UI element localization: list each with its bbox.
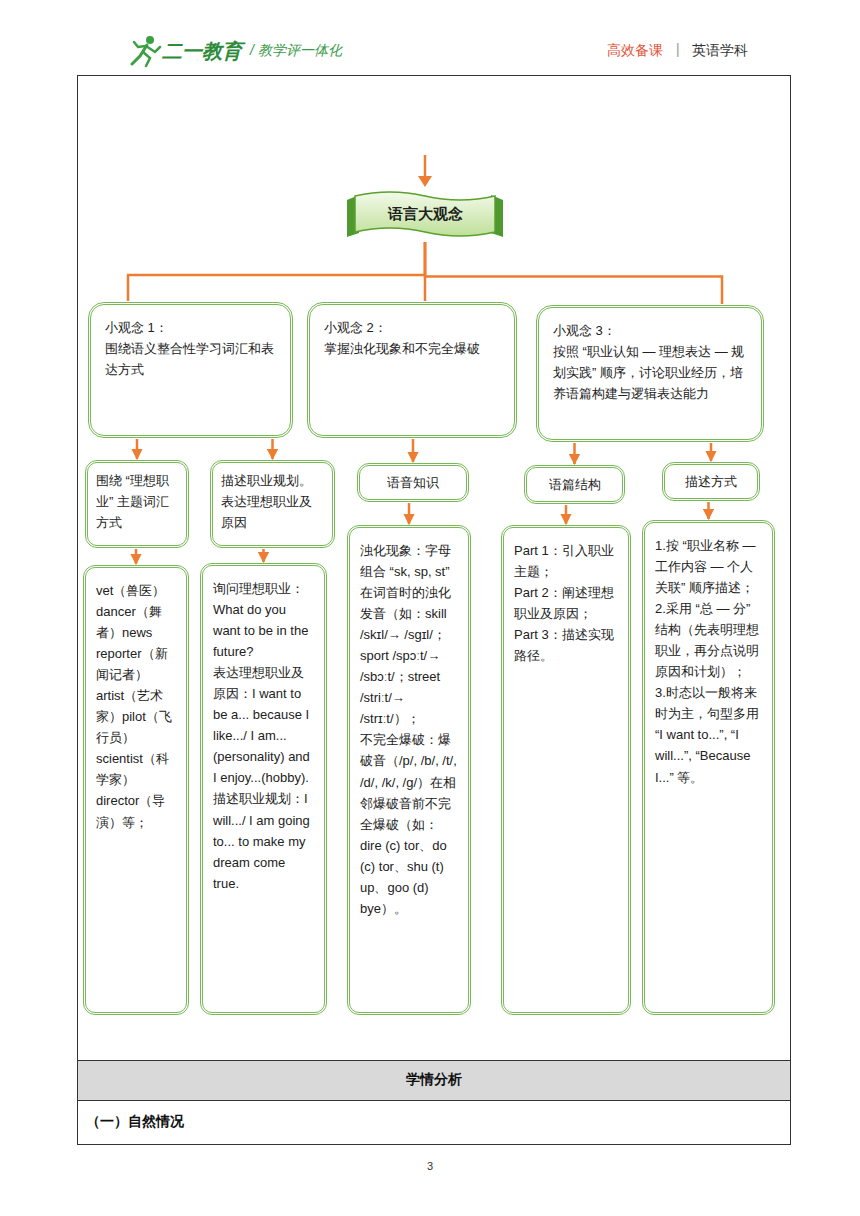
table-rule (78, 1060, 791, 1061)
table-band (78, 1060, 790, 1100)
box-text: 按照 “职业认知 — 理想表达 — 规划实践” 顺序，讨论职业经历，培养语篇构建… (553, 341, 747, 404)
topic-box: 描述职业规划。表达理想职业及原因 (210, 460, 335, 548)
connector (408, 503, 411, 524)
box-text: Part 3：描述实现路径。 (514, 624, 618, 666)
connector (425, 242, 722, 304)
idea-box: 小观念 3：按照 “职业认知 — 理想表达 — 规划实践” 顺序，讨论职业经历，… (536, 305, 764, 442)
box-text: 围绕语义整合性学习词汇和表达方式 (105, 338, 276, 380)
idea-box: 小观念 2：掌握浊化现象和不完全爆破 (307, 302, 517, 438)
box-heading: 小观念 2： (324, 317, 500, 338)
page-label: 二一教育 (162, 38, 242, 65)
box-text: Part 1：引入职业主题； (514, 540, 618, 582)
page-label: 英语学科 (692, 42, 748, 60)
box-text: 掌握浊化现象和不完全爆破 (324, 338, 500, 359)
content-box: 1.按 “职业名称 — 工作内容 — 个人关联” 顺序描述；2.采用 “总 — … (642, 520, 775, 1015)
box-heading: 小观念 1： (105, 317, 276, 338)
box-text: 1.按 “职业名称 — 工作内容 — 个人关联” 顺序描述； (655, 535, 762, 598)
connector (707, 502, 710, 519)
table-frame (78, 76, 791, 1145)
box-text: Part 2：阐述理想职业及原因； (514, 582, 618, 624)
connector (135, 549, 138, 564)
topic-box: 描述方式 (662, 462, 760, 501)
logo-figure (132, 36, 160, 66)
box-text: 浊化现象：字母组合 “sk, sp, st” 在词首时的浊化发音（如：skill… (360, 540, 458, 729)
page-label: 学情分析 (406, 1071, 462, 1089)
box-text: 语篇结构 (549, 474, 601, 495)
box-text: 表达理想职业及原因：I want to be a... because I li… (213, 662, 314, 788)
connector (262, 549, 265, 562)
box-text: 语言大观念 (388, 202, 463, 226)
topic-box: 语音知识 (357, 463, 469, 502)
content-box: 浊化现象：字母组合 “sk, sp, st” 在词首时的浊化发音（如：skill… (347, 525, 471, 1015)
entry-arrow-head (418, 176, 432, 187)
page-label: 高效备课 (607, 42, 663, 60)
box-text: 描述方式 (685, 471, 737, 492)
box-text: 描述职业规划。表达理想职业及原因 (221, 470, 324, 533)
box-text: 描述职业规划：I will.../ I am going to... to ma… (213, 788, 314, 893)
page-label: （一）自然情况 (86, 1113, 184, 1131)
page-label: | (676, 41, 680, 57)
table-rule (78, 1100, 791, 1101)
content-box: Part 1：引入职业主题；Part 2：阐述理想职业及原因；Part 3：描述… (501, 525, 631, 1015)
connector (128, 242, 425, 301)
topic-box: 语篇结构 (524, 465, 625, 504)
connector (412, 439, 415, 462)
idea-box: 小观念 1：围绕语义整合性学习词汇和表达方式 (88, 302, 293, 438)
box-text: 围绕 “理想职业” 主题词汇方式 (96, 470, 178, 533)
title-banner: 语言大观念 (345, 188, 505, 240)
box-text: 2.采用 “总 — 分” 结构（先表明理想职业，再分点说明原因和计划）； (655, 598, 762, 682)
box-heading: 小观念 3： (553, 320, 747, 341)
page-label: 3 (427, 1160, 433, 1172)
page-label: / 教学评一体化 (250, 42, 342, 60)
content-box: vet（兽医）dancer（舞者）news reporter（新闻记者）arti… (83, 565, 189, 1015)
connector (710, 443, 713, 461)
box-text: 语音知识 (387, 472, 439, 493)
box-text: 询问理想职业：What do you want to be in the fut… (213, 578, 314, 662)
box-text: 不完全爆破：爆破音（/p/, /b/, /t/, /d/, /k/, /g/）在… (360, 729, 458, 918)
connector (271, 439, 274, 459)
content-box: 询问理想职业：What do you want to be in the fut… (200, 563, 327, 1015)
topic-box: 围绕 “理想职业” 主题词汇方式 (85, 460, 189, 548)
connector (136, 439, 139, 459)
box-text: vet（兽医）dancer（舞者）news reporter（新闻记者）arti… (96, 580, 176, 833)
connector (565, 505, 568, 524)
box-text: 3.时态以一般将来时为主，句型多用 “I want to...”, “I wil… (655, 682, 762, 787)
connector (573, 443, 576, 464)
